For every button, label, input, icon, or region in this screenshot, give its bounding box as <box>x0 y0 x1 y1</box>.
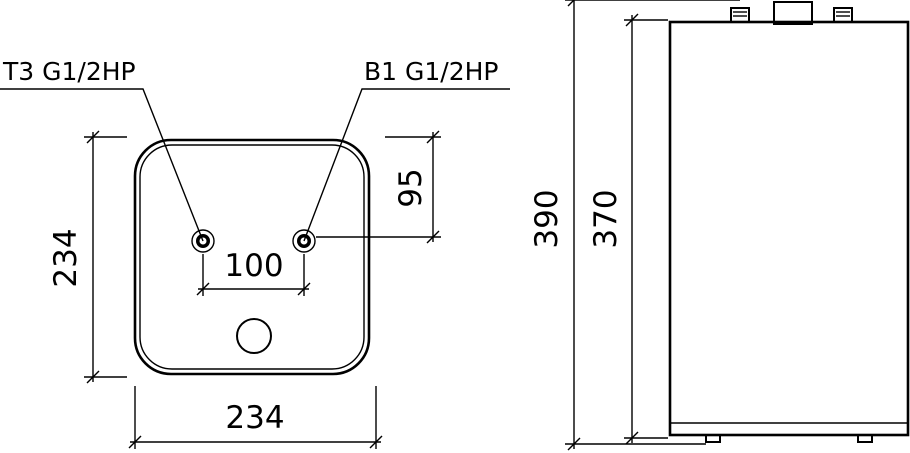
dim-top-width: 234 <box>128 386 383 449</box>
dim-port-offset: 95 <box>316 130 441 244</box>
leader-left <box>0 88 204 242</box>
side-view <box>668 1 910 443</box>
top-fitting-center <box>773 1 813 25</box>
dim-port-spacing: 100 <box>196 248 311 296</box>
foot-right <box>857 434 873 443</box>
label-left-port: T3 G1/2HP <box>2 57 136 86</box>
dim-top-height-value: 234 <box>48 228 84 287</box>
dim-body-height-value: 370 <box>588 189 624 248</box>
leader-right <box>303 88 510 242</box>
dim-total-height-value: 390 <box>529 189 565 248</box>
top-fitting-left <box>730 7 750 23</box>
dim-total-height: 390 <box>529 0 740 451</box>
dim-port-offset-value: 95 <box>393 168 429 207</box>
top-view-inner-outline <box>139 144 365 370</box>
top-fitting-right <box>833 7 853 23</box>
dim-top-height: 234 <box>48 130 127 384</box>
foot-left <box>705 434 721 443</box>
side-body <box>668 20 910 437</box>
top-view <box>133 138 371 376</box>
dim-port-spacing-value: 100 <box>224 248 283 284</box>
anode-circle <box>236 318 272 354</box>
label-right-port: B1 G1/2HP <box>364 57 499 86</box>
leader-lines <box>0 88 510 242</box>
dim-body-height: 370 <box>588 13 668 445</box>
top-view-outline <box>133 138 371 376</box>
dim-top-width-value: 234 <box>225 400 284 436</box>
